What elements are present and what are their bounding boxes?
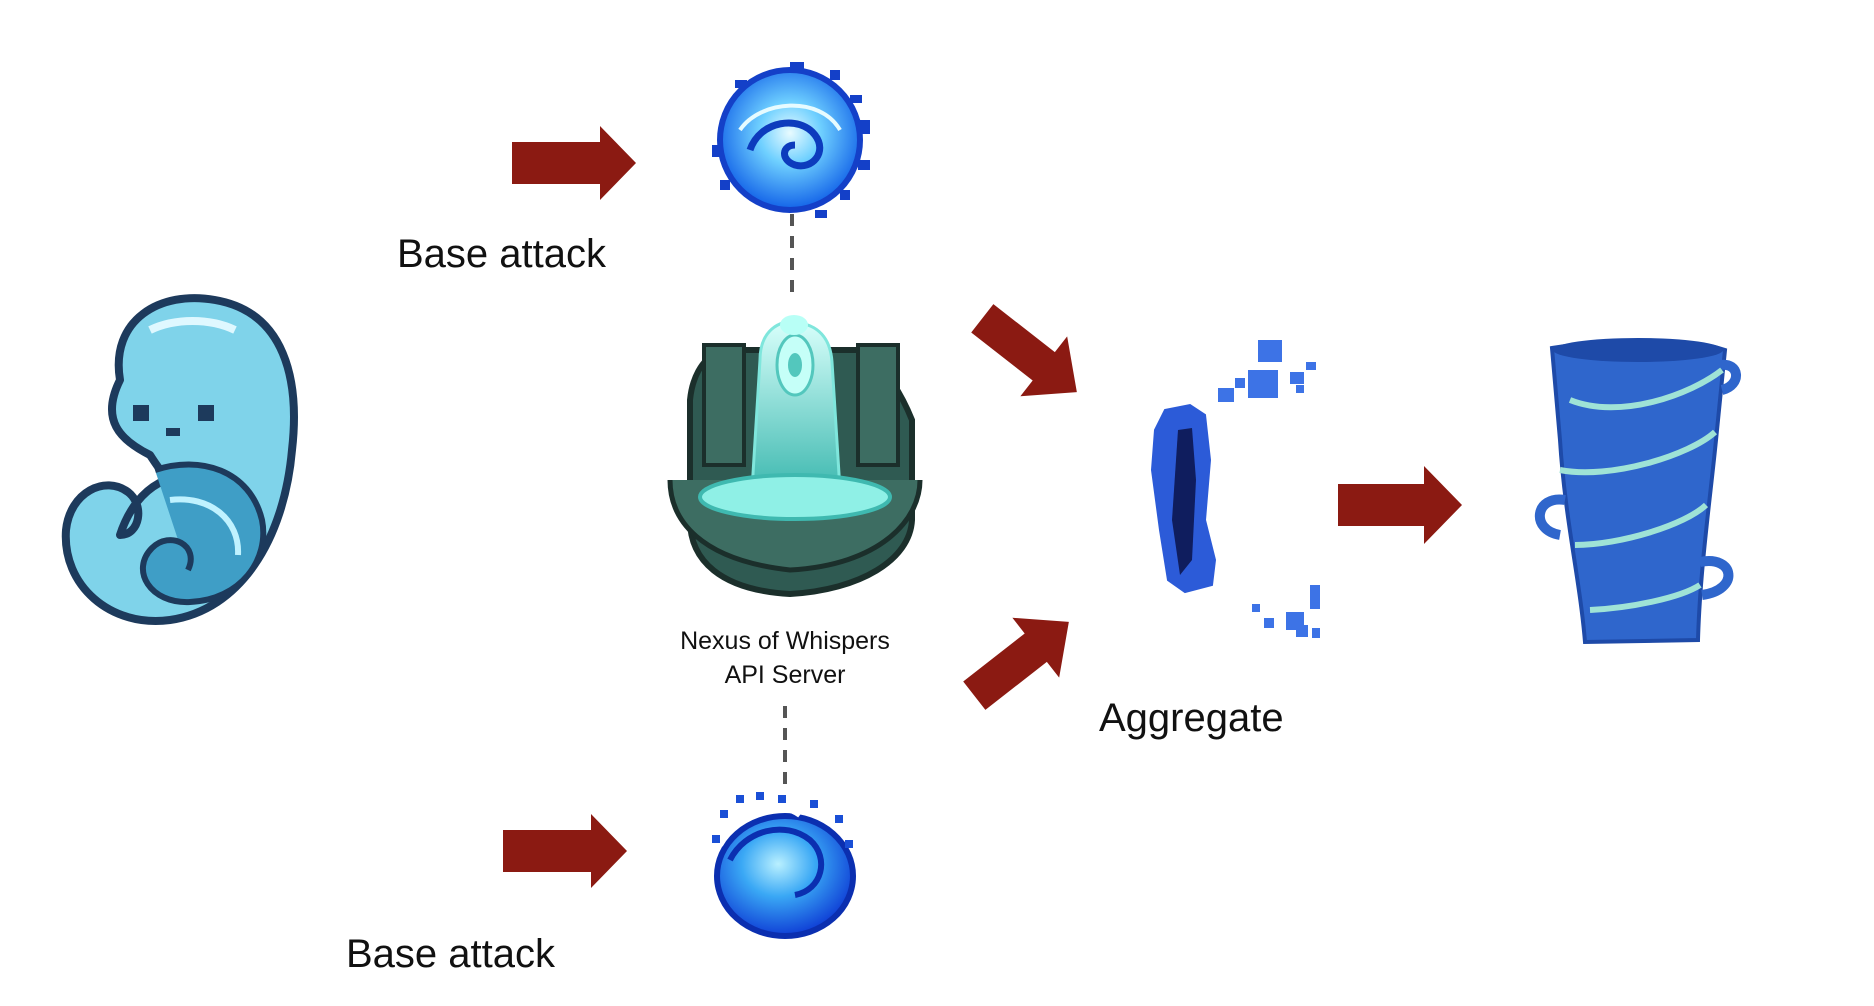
water-tornado-icon [1535,338,1741,645]
label-base-attack-top: Base attack [397,232,607,276]
water-spirit-icon [61,294,298,625]
label-base-attack-bottom: Base attack [346,932,556,976]
label-api-server: Nexus of Whispers API Server [650,624,920,692]
arrow-to-attack-top [512,126,636,200]
label-aggregate: Aggregate [1099,696,1284,740]
water-fragments-icon [1150,340,1320,638]
arrow-aggregate-to-result [1338,466,1462,544]
water-wave-orb-icon [712,792,856,939]
arrow-server-to-aggregate-upper [971,304,1077,397]
water-vortex-orb-icon [712,62,870,218]
crystal-fountain-icon [667,315,923,598]
label-server-line2: API Server [724,661,846,689]
label-server-line1: Nexus of Whispers [680,627,890,655]
arrow-server-to-aggregate-lower [963,617,1069,710]
arrow-to-attack-bottom [503,814,627,888]
